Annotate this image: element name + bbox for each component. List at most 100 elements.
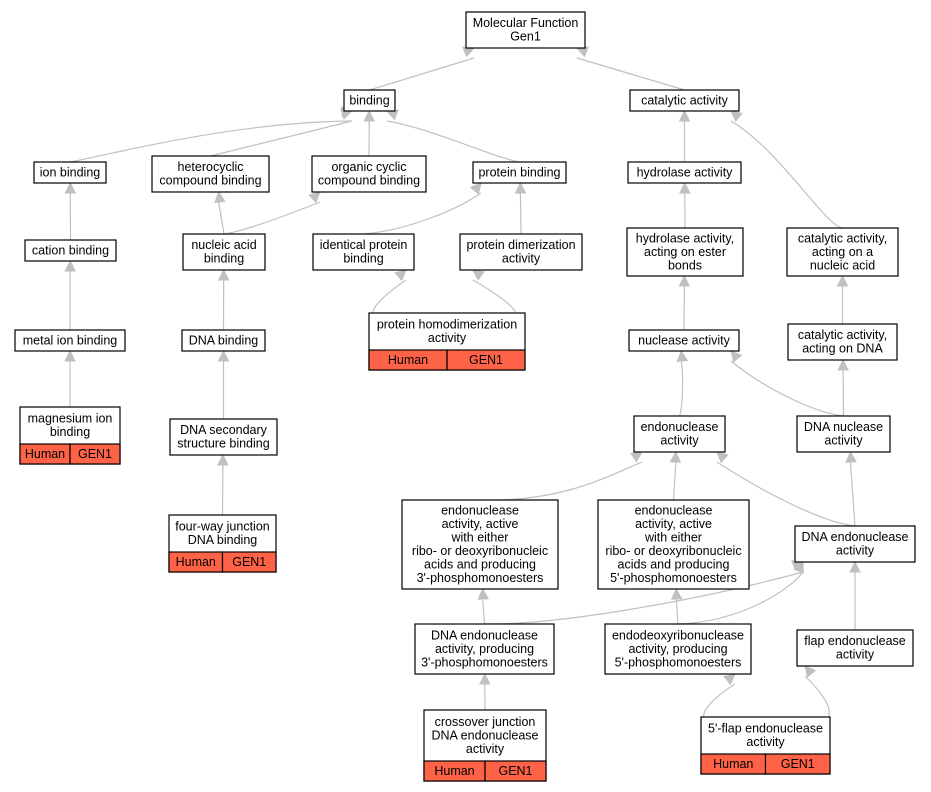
is-a-edge xyxy=(765,665,830,725)
edge-line xyxy=(479,461,643,501)
node-label-line: Gen1 xyxy=(510,30,541,44)
edge-arrowhead xyxy=(804,665,817,678)
node-box xyxy=(597,499,750,590)
is-a-edge xyxy=(217,453,229,516)
go-term-node[interactable]: protein binding xyxy=(472,161,567,184)
node-label-line: acids and producing xyxy=(424,558,536,572)
node-label-line: 5'-phosphomonoesters xyxy=(610,571,737,585)
edge-line xyxy=(730,120,843,229)
edge-line xyxy=(678,360,684,417)
node-label-line: activity xyxy=(836,544,875,558)
node-box xyxy=(401,499,559,590)
node-box xyxy=(627,161,742,184)
is-a-edge xyxy=(64,181,77,241)
gene-badge-label: GEN1 xyxy=(498,764,532,778)
node-label-line: activity xyxy=(428,331,467,345)
is-a-edge xyxy=(210,108,354,157)
go-term-node[interactable]: cation binding xyxy=(24,239,117,262)
edge-line xyxy=(484,571,804,625)
node-label-line: endonuclease xyxy=(641,420,719,434)
go-term-node[interactable]: catalytic activity,acting on DNA xyxy=(787,323,898,361)
gene-badge-label: GEN1 xyxy=(78,447,112,461)
gene-badge xyxy=(446,349,526,371)
node-box xyxy=(787,323,898,361)
is-a-edge xyxy=(479,451,643,501)
is-a-edge xyxy=(217,349,230,419)
node-box xyxy=(414,623,555,675)
go-term-node[interactable]: hydrolase activity xyxy=(627,161,742,184)
is-a-edge xyxy=(716,451,856,527)
node-label-line: activity, active xyxy=(635,517,712,531)
node-label-line: acting on a xyxy=(812,245,873,259)
node-label-line: with either xyxy=(451,531,509,545)
edge-arrowhead xyxy=(477,587,490,600)
node-label-line: endonuclease xyxy=(635,504,713,518)
edge-line xyxy=(677,571,804,625)
node-label-line: acting on DNA xyxy=(802,342,883,356)
node-label-line: DNA binding xyxy=(189,333,259,347)
node-label-line: protein dimerization xyxy=(466,238,575,252)
is-a-edge xyxy=(369,46,476,91)
go-term-node[interactable]: binding xyxy=(343,89,396,112)
is-a-edge xyxy=(679,181,691,229)
edge-line xyxy=(672,461,677,501)
gene-badge xyxy=(764,753,831,775)
is-a-edge xyxy=(477,587,490,625)
edge-arrowhead xyxy=(214,190,226,204)
node-box xyxy=(786,227,899,277)
species-badge-label: Human xyxy=(176,555,216,569)
node-label-line: Molecular Function xyxy=(473,16,579,30)
edge-arrowhead xyxy=(730,110,743,123)
node-box xyxy=(796,629,914,667)
go-term-node[interactable]: nuclease activity xyxy=(628,329,740,352)
go-term-node[interactable]: metal ion binding xyxy=(14,329,126,352)
edge-arrowhead xyxy=(670,587,683,600)
edge-arrowhead xyxy=(678,274,691,287)
edge-arrowhead xyxy=(845,450,857,463)
edge-arrowhead xyxy=(64,259,76,272)
node-label-line: 3'-phosphomonoesters xyxy=(421,655,548,669)
edge-arrowhead xyxy=(676,349,689,362)
node-label-line: DNA nuclease xyxy=(804,420,883,434)
node-label-line: activity xyxy=(502,252,541,266)
is-a-edge xyxy=(64,349,76,407)
species-badge-label: Human xyxy=(388,353,428,367)
is-a-edge xyxy=(217,268,230,331)
go-term-node[interactable]: DNA binding xyxy=(181,329,266,352)
go-term-node[interactable]: ion binding xyxy=(33,161,107,184)
edge-arrowhead xyxy=(723,673,736,686)
is-a-edge xyxy=(363,182,482,235)
is-a-edge xyxy=(730,110,843,229)
go-term-node[interactable]: catalytic activity xyxy=(629,89,740,112)
node-label-line: heterocyclic xyxy=(178,160,244,174)
node-label-line: hydrolase activity xyxy=(637,165,734,179)
edge-line xyxy=(369,57,475,91)
node-label-line: catalytic activity, xyxy=(798,328,887,342)
edge-line xyxy=(223,201,321,235)
edge-arrowhead xyxy=(837,358,849,371)
